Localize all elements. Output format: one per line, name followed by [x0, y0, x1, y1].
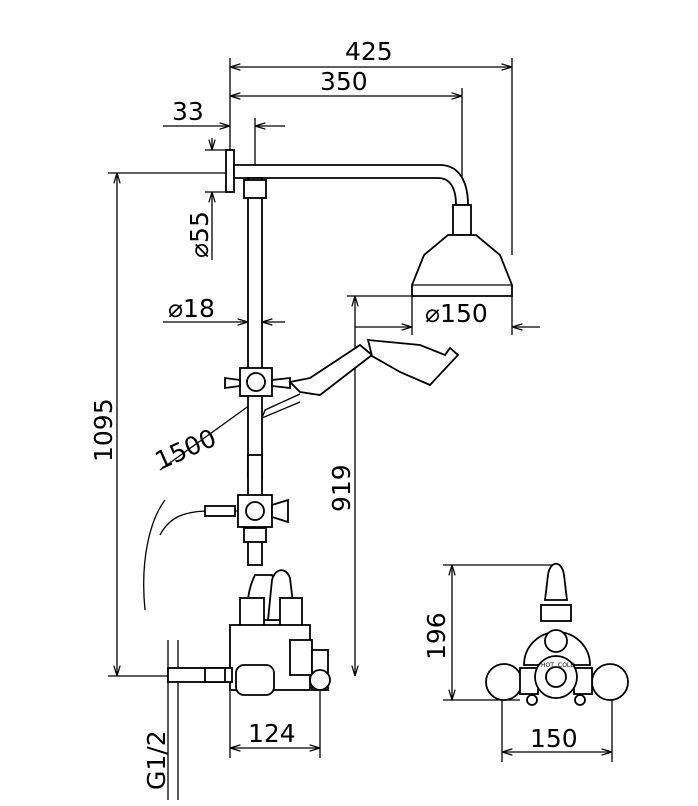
dim-g12: G1/2: [142, 730, 171, 790]
cold-label: COLD: [558, 662, 575, 669]
dimension-lines: [117, 67, 612, 800]
dim-150-valve: 150: [530, 724, 578, 753]
dim-1500: 1500: [151, 423, 221, 475]
valve-front-view: HOT COLD: [485, 562, 629, 706]
dim-124: 124: [248, 719, 296, 748]
shower-head: [411, 234, 513, 297]
dim-18: ⌀18: [168, 294, 215, 323]
dim-55: ⌀55: [185, 211, 214, 258]
dimension-labels: 425 350 33 ⌀55 ⌀18 ⌀150 1500 1095 919 19…: [89, 37, 578, 790]
dim-150-head: ⌀150: [425, 299, 488, 328]
dim-33: 33: [172, 97, 204, 126]
hot-label: HOT: [541, 662, 554, 669]
dim-919: 919: [327, 464, 356, 512]
dim-196: 196: [422, 612, 451, 660]
hand-shower: [288, 343, 374, 396]
dim-1095: 1095: [89, 398, 118, 462]
shower-column: [159, 149, 513, 696]
dim-425: 425: [345, 37, 393, 66]
dim-350: 350: [320, 67, 368, 96]
